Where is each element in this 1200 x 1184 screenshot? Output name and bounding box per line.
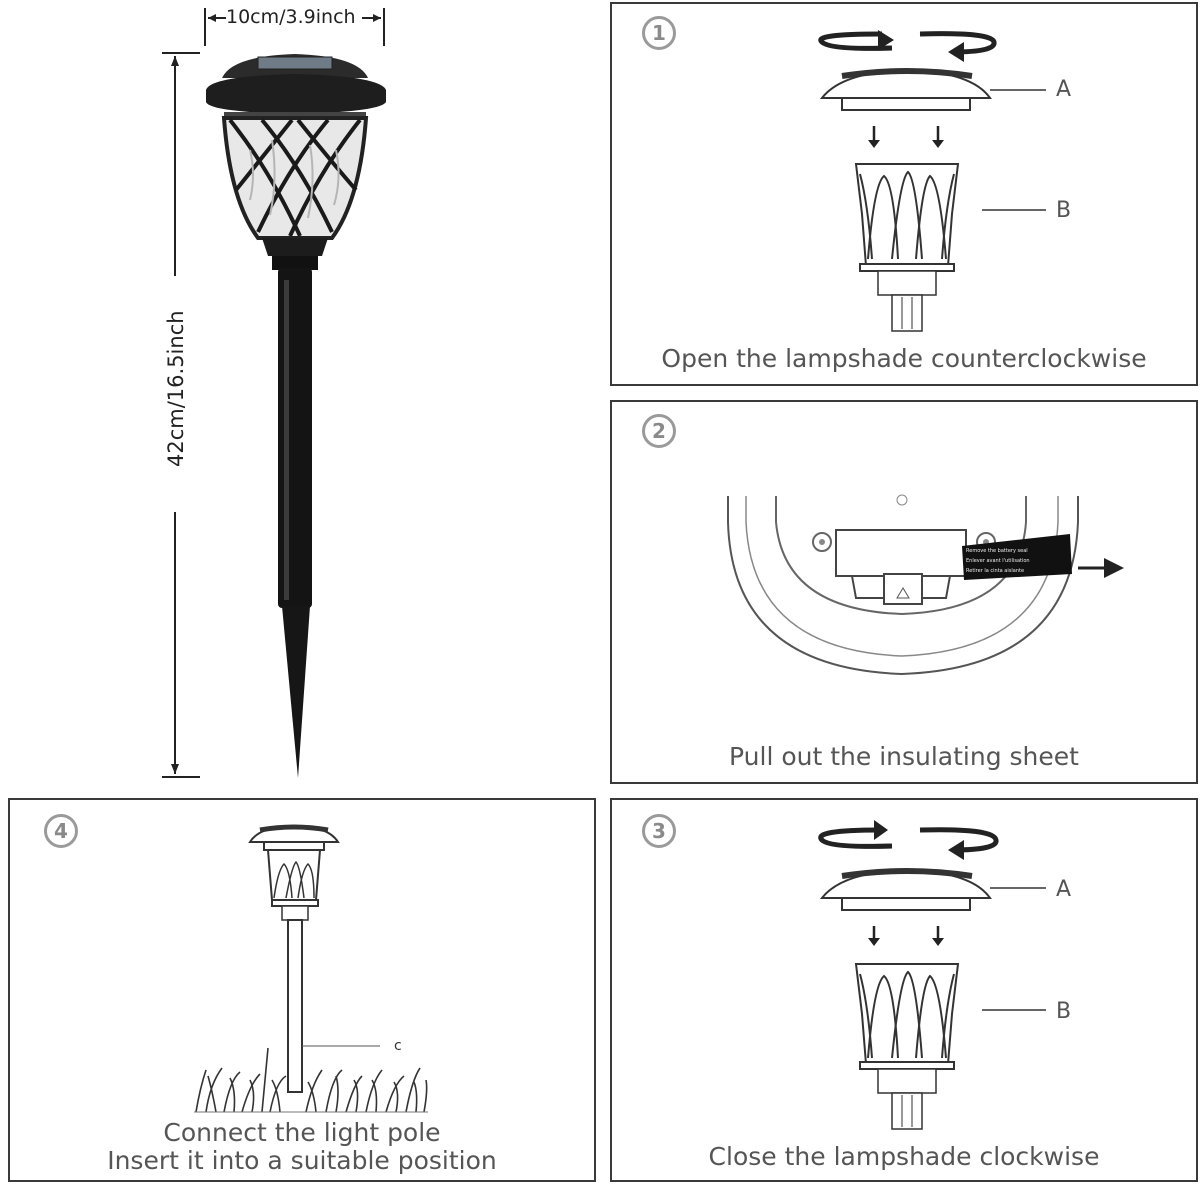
step-3-diagram: A B xyxy=(818,820,1071,1130)
step-4-caption-line1: Connect the light pole xyxy=(163,1118,441,1147)
step-2-caption: Pull out the insulating sheet xyxy=(729,742,1079,771)
step-1-diagram: A B xyxy=(818,30,1071,332)
step-3-label-a: A xyxy=(1056,877,1071,902)
product-illustration: 10cm/3.9inch 42cm/16.5inch xyxy=(0,0,600,790)
height-dimension-line xyxy=(162,52,200,778)
step-3-number: 3 xyxy=(642,814,676,848)
step-4-label-c: c xyxy=(394,1038,402,1054)
grass-icon xyxy=(194,1047,428,1113)
step-1-label-b: B xyxy=(1056,198,1071,223)
step-4-number: 4 xyxy=(44,814,78,848)
step-1-caption: Open the lampshade counterclockwise xyxy=(661,344,1147,373)
solar-lamp-photo xyxy=(206,54,386,778)
svg-text:Enlever avant l'utilisation: Enlever avant l'utilisation xyxy=(966,558,1030,564)
step-2-number: 2 xyxy=(642,414,676,448)
step-4-diagram: c xyxy=(194,824,428,1113)
step-3-panel: 3 A B Close the lampshade clockwise xyxy=(610,798,1198,1182)
rotate-arrows-icon xyxy=(818,827,999,853)
step-3-label-b: B xyxy=(1056,999,1071,1024)
step-3-caption: Close the lampshade clockwise xyxy=(708,1142,1100,1171)
right-arrow-icon xyxy=(1104,558,1124,578)
svg-text:Remove the battery seal: Remove the battery seal xyxy=(966,548,1028,554)
step-4-caption-line2: Insert it into a suitable position xyxy=(107,1146,497,1175)
width-label: 10cm/3.9inch xyxy=(226,6,356,28)
svg-text:Retirer la cinta aislante: Retirer la cinta aislante xyxy=(966,568,1024,574)
step-1-panel: 1 A B Open the lamps xyxy=(610,2,1198,386)
down-arrow-icon xyxy=(872,126,940,144)
rotate-arrows-icon xyxy=(818,31,997,55)
width-dimension-line xyxy=(204,8,385,46)
step-2-panel: 2 Remove the battery seal Enlever avant … xyxy=(610,400,1198,784)
step-4-panel: 4 c Connect the light po xyxy=(8,798,596,1182)
step-1-number: 1 xyxy=(642,16,676,50)
step-2-diagram: Remove the battery seal Enlever avant l'… xyxy=(727,494,1124,676)
down-arrow-icon xyxy=(872,926,940,942)
step-1-label-a: A xyxy=(1056,77,1071,102)
